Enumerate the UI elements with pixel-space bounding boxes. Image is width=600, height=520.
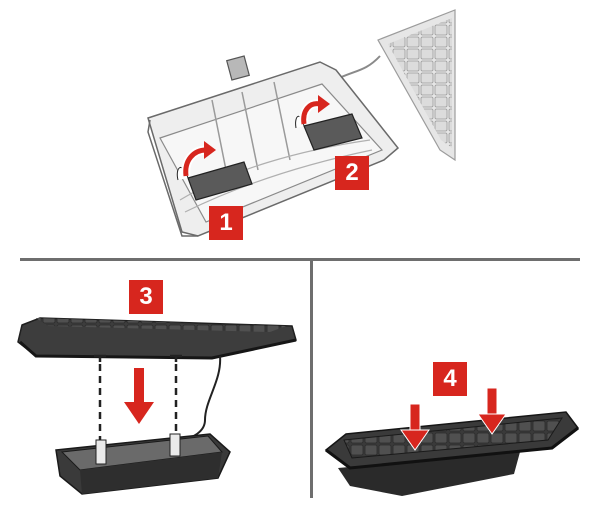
curved-arrow-icon [299,95,330,125]
panel-bottom-right [324,387,580,496]
keyboard-cable [181,355,222,441]
down-arrow-icon [477,387,507,435]
curved-arrow-icon [181,141,216,177]
step-badge-4: 4 [433,362,467,396]
panel-top [147,9,456,237]
vertical-divider [310,261,313,498]
tray-icon [338,452,520,496]
down-arrow-icon [124,368,154,424]
horizontal-divider [20,258,580,261]
down-arrow-icon [400,403,430,451]
panel-bottom-left [17,317,297,495]
step-badge-1: 1 [209,206,243,240]
usb-plug [225,55,251,81]
tray-icon [55,433,231,495]
step-badge-3: 3 [129,280,163,314]
keyboard-background [377,9,456,162]
step-badge-2: 2 [335,156,369,190]
